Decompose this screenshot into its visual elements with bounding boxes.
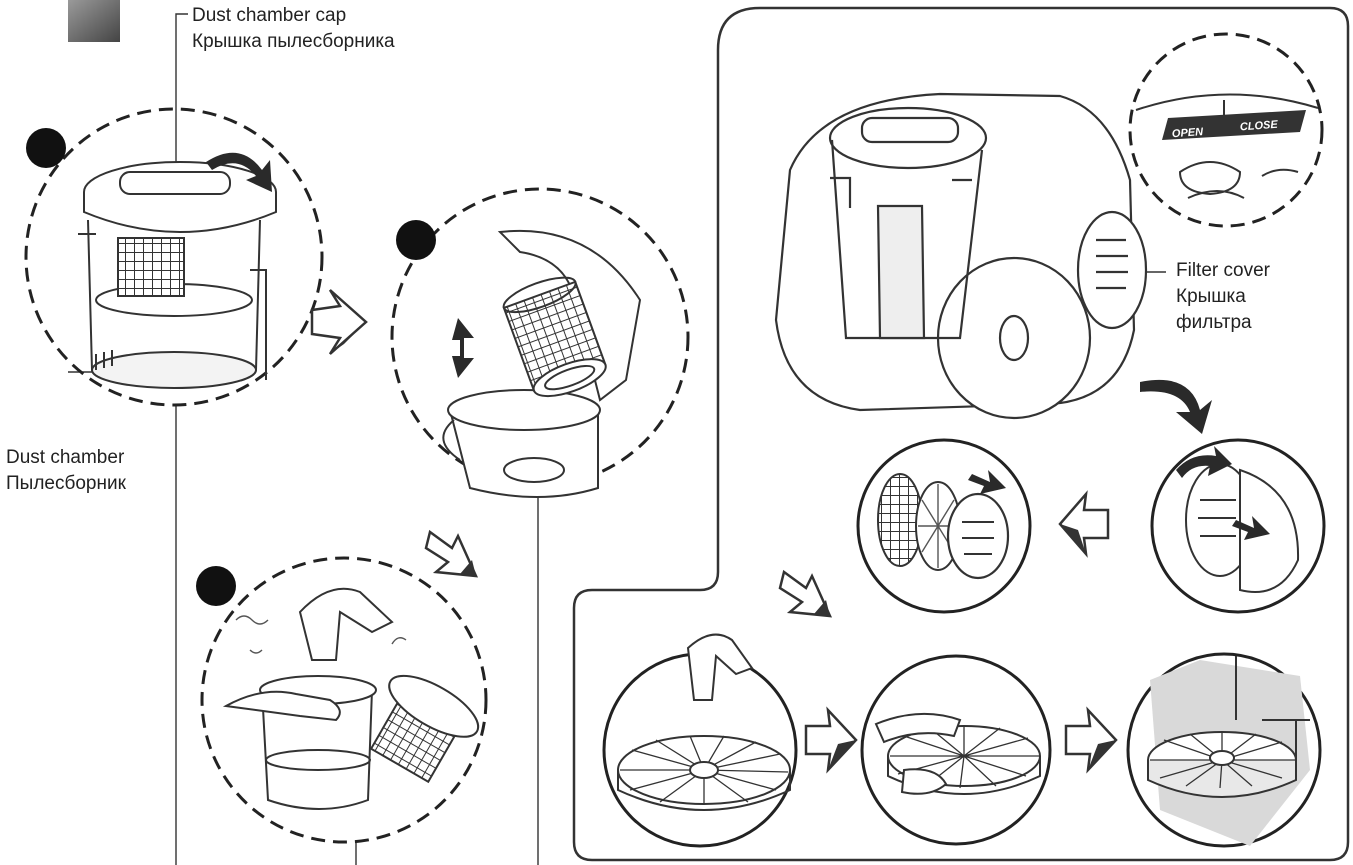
pull-arrow-icon [968, 470, 1006, 494]
hollow-arrow-icon [1064, 706, 1118, 774]
hand-icon [1239, 468, 1300, 593]
washing-illustration [222, 587, 480, 810]
pull-arrow-icon [1232, 516, 1270, 540]
filter-removal-illustration [442, 229, 642, 498]
faucet-icon [298, 587, 394, 661]
dust-chamber-cap-label-en: Dust chamber cap [192, 5, 347, 26]
dust-chamber-label-en: Dust chamber [6, 447, 125, 468]
hand-icon [874, 712, 962, 744]
up-down-arrow-icon [452, 318, 474, 378]
hollow-arrow-icon [310, 289, 368, 355]
step-1-panel [24, 107, 324, 407]
lock-dial-zoom [1128, 32, 1324, 228]
filter-cover-label-ru-1: Крышка [1176, 286, 1246, 307]
lock-close-label: CLOSE [1239, 119, 1278, 134]
step-marker-icon [196, 566, 236, 606]
filter-cover-remove-panel [1150, 438, 1326, 614]
filter-cover-label-ru-2: фильтра [1176, 312, 1252, 333]
leader-lines [68, 13, 1166, 865]
hollow-arrow-icon [778, 569, 833, 618]
faucet-icon [686, 633, 754, 701]
step-marker-icon [396, 220, 436, 260]
curved-arrow-icon [1140, 379, 1212, 434]
dust-chamber-label-ru: Пылесборник [6, 473, 126, 494]
dust-chamber-cap-label-ru: Крышка пылесборника [192, 31, 395, 52]
filter-cover-label-en: Filter cover [1176, 260, 1270, 281]
lock-open-label: OPEN [1172, 126, 1205, 140]
step-3-panel [196, 556, 488, 844]
curved-arrow-icon [1176, 446, 1232, 478]
hollow-arrow-icon [424, 529, 479, 578]
dust-chamber-illustration [78, 161, 277, 389]
hollow-arrow-icon [804, 706, 858, 774]
filter-dried-panel [1126, 652, 1322, 848]
vacuum-cleaner-illustration [774, 92, 1148, 420]
section-marker-square [68, 0, 120, 42]
hollow-arrow-icon [1058, 490, 1110, 558]
filter-washing-panel [602, 633, 798, 848]
step-2-panel [390, 187, 690, 498]
curved-arrow-icon [206, 152, 272, 192]
filter-pulled-out-panel [856, 438, 1032, 614]
step-marker-icon [26, 128, 66, 168]
filter-cleaning-panel [572, 6, 1350, 862]
filter-drying-panel [860, 654, 1052, 846]
hand-icon [900, 768, 948, 795]
hand-icon [222, 690, 341, 722]
